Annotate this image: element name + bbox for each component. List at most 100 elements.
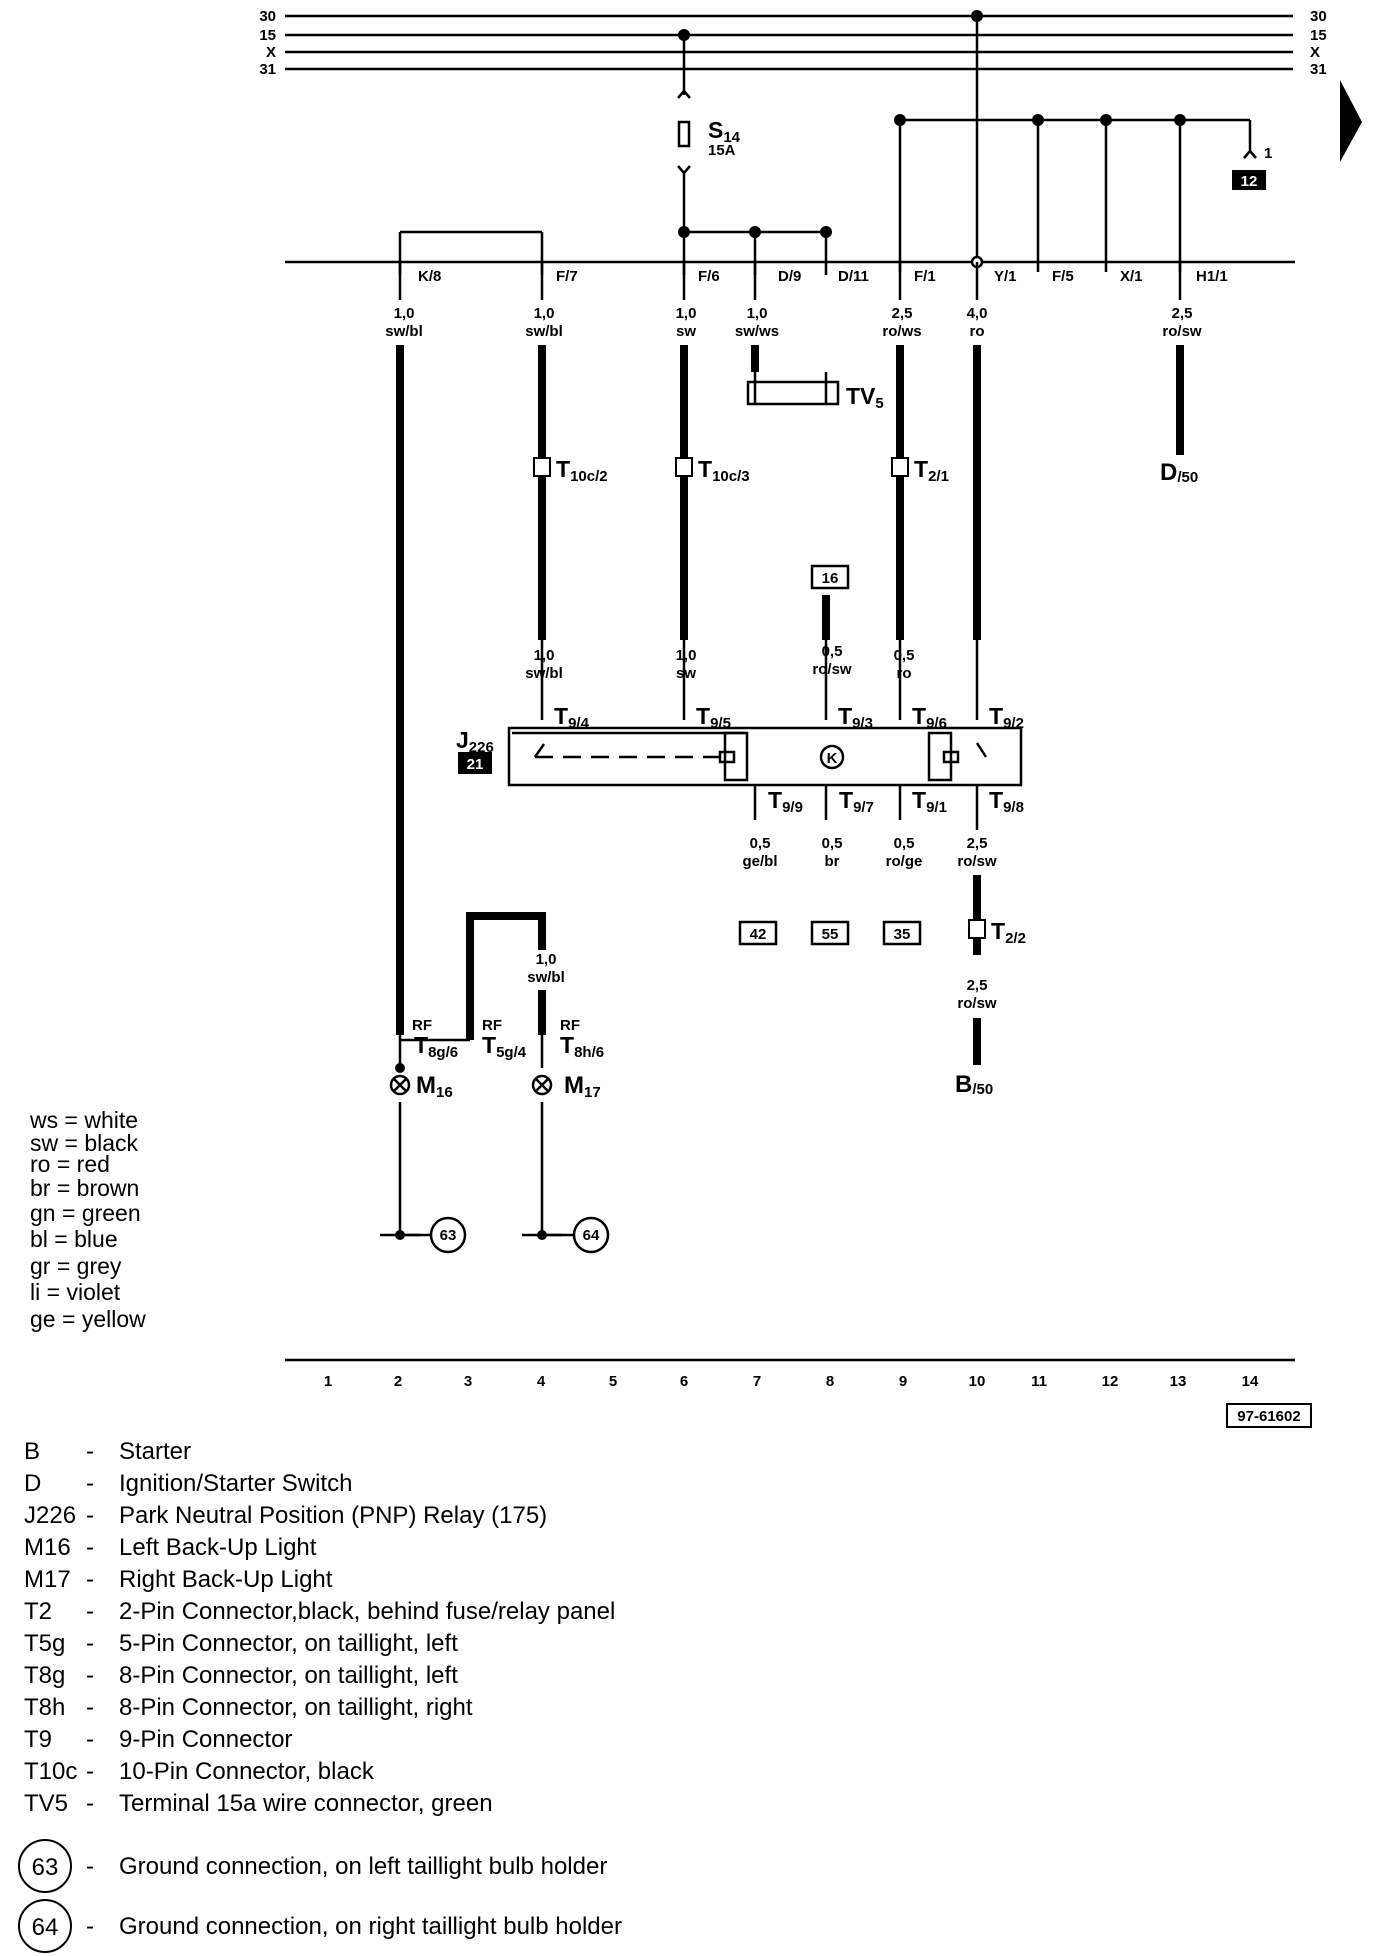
svg-text:sw/bl: sw/bl	[527, 969, 565, 986]
ref-pin-label: 1	[1264, 145, 1272, 162]
svg-text:64: 64	[32, 1914, 59, 1941]
ref-box-16-label: 16	[822, 570, 839, 587]
svg-text:ro: ro	[970, 323, 985, 340]
m17-label: M17	[564, 1072, 601, 1101]
svg-text:Left Back-Up Light: Left Back-Up Light	[119, 1534, 317, 1561]
component-legend: B-Starter D-Ignition/Starter Switch J226…	[24, 1438, 615, 1817]
svg-text:ro/sw: ro/sw	[1162, 323, 1202, 340]
svg-text:ge/bl: ge/bl	[742, 853, 777, 870]
svg-text:X: X	[266, 44, 276, 61]
svg-text:sw/bl: sw/bl	[525, 665, 563, 682]
fuse-label: S14	[708, 117, 741, 146]
svg-text:10: 10	[969, 1373, 986, 1390]
svg-text:F/7: F/7	[556, 268, 578, 285]
svg-text:-: -	[86, 1438, 94, 1465]
svg-text:ws = white: ws = white	[29, 1107, 138, 1133]
svg-text:0,5: 0,5	[822, 643, 843, 660]
svg-text:X: X	[1310, 44, 1320, 61]
svg-text:-: -	[86, 1566, 94, 1593]
ref-boxes-bottom	[738, 920, 922, 946]
ground-legend: 63 - Ground connection, on left tailligh…	[18, 1839, 622, 1953]
ref-box-21-label: 21	[467, 756, 484, 773]
svg-text:Terminal 15a wire connector, g: Terminal 15a wire connector, green	[119, 1790, 493, 1817]
svg-text:D: D	[24, 1470, 41, 1497]
svg-text:br: br	[825, 853, 840, 870]
svg-text:-: -	[86, 1913, 94, 1940]
lamp-symbols	[389, 1074, 553, 1096]
svg-text:14: 14	[1242, 1373, 1259, 1390]
svg-text:10-Pin Connector, black: 10-Pin Connector, black	[119, 1758, 375, 1785]
t10c2-label: T10c/2	[556, 456, 608, 485]
svg-text:ge = yellow: ge = yellow	[30, 1306, 146, 1332]
svg-text:Starter: Starter	[119, 1438, 191, 1465]
thick-wires	[396, 345, 1184, 1065]
svg-text:sw: sw	[676, 323, 696, 340]
bus-labels-right: 30 15 X 31	[1310, 8, 1327, 78]
svg-text:1: 1	[324, 1373, 332, 1390]
continuation-arrow-icon	[1340, 80, 1362, 162]
m16-label: M16	[416, 1072, 453, 1101]
ground-63-label: 63	[440, 1227, 457, 1244]
svg-text:11: 11	[1031, 1373, 1047, 1390]
svg-text:M17: M17	[24, 1566, 71, 1593]
svg-text:T9/3: T9/3	[838, 703, 873, 732]
diagram-id-box	[1226, 1403, 1312, 1428]
svg-text:0,5: 0,5	[894, 835, 915, 852]
svg-text:Y/1: Y/1	[994, 268, 1017, 285]
wire-specs: 1,0sw/bl 1,0sw/bl 1,0sw 1,0sw/ws 2,5ro/w…	[385, 305, 1202, 1012]
svg-text:T9/8: T9/8	[989, 787, 1024, 816]
svg-text:3: 3	[464, 1373, 472, 1390]
svg-text:sw: sw	[676, 665, 696, 682]
svg-text:T9: T9	[24, 1726, 52, 1753]
svg-text:8-Pin Connector, on taillight,: 8-Pin Connector, on taillight, left	[119, 1662, 458, 1689]
svg-text:F/6: F/6	[698, 268, 720, 285]
relay-pin-labels: T9/4 T9/5 T9/3 T9/6 T9/2 T9/9 T9/7 T9/1 …	[554, 703, 1024, 816]
svg-text:8: 8	[826, 1373, 834, 1390]
svg-text:ro/sw: ro/sw	[957, 995, 997, 1012]
ground-junction-63	[395, 1230, 405, 1240]
svg-text:55: 55	[822, 926, 839, 943]
svg-text:RF: RF	[412, 1017, 432, 1034]
svg-text:sw/bl: sw/bl	[385, 323, 423, 340]
svg-text:X/1: X/1	[1120, 268, 1143, 285]
svg-text:15: 15	[1310, 27, 1327, 44]
ref-box-16	[810, 564, 850, 590]
svg-text:sw/ws: sw/ws	[735, 323, 779, 340]
svg-text:bl = blue: bl = blue	[30, 1226, 118, 1252]
ground-64-label: 64	[583, 1227, 600, 1244]
t22-label: T2/2	[991, 918, 1026, 947]
ref-box-12	[1232, 170, 1266, 190]
svg-text:1,0: 1,0	[536, 951, 557, 968]
svg-text:T9/6: T9/6	[912, 703, 947, 732]
svg-text:D/9: D/9	[778, 268, 801, 285]
svg-text:gn = green: gn = green	[30, 1200, 141, 1226]
svg-text:0,5: 0,5	[750, 835, 771, 852]
svg-text:T9/9: T9/9	[768, 787, 803, 816]
svg-text:F/5: F/5	[1052, 268, 1074, 285]
svg-text:-: -	[86, 1470, 94, 1497]
svg-text:sw/bl: sw/bl	[525, 323, 563, 340]
distribution-bus	[898, 16, 1257, 272]
svg-text:30: 30	[1310, 8, 1327, 25]
ground-junction-64	[537, 1230, 547, 1240]
svg-text:T9/7: T9/7	[839, 787, 874, 816]
svg-text:13: 13	[1170, 1373, 1187, 1390]
svg-text:B: B	[24, 1438, 40, 1465]
svg-text:1,0: 1,0	[676, 305, 697, 322]
svg-text:5: 5	[609, 1373, 617, 1390]
svg-text:T10c: T10c	[24, 1758, 77, 1785]
svg-text:31: 31	[1310, 61, 1327, 78]
svg-text:T9/2: T9/2	[989, 703, 1024, 732]
svg-text:T8g: T8g	[24, 1662, 65, 1689]
ref-box-21	[458, 752, 492, 774]
svg-text:Ground connection, on right ta: Ground connection, on right taillight bu…	[119, 1913, 622, 1940]
d50-label: D/50	[1160, 459, 1198, 486]
svg-text:RF: RF	[482, 1017, 502, 1034]
svg-text:ro/sw: ro/sw	[957, 853, 997, 870]
ref-box-bottom-labels: 42 55 35	[750, 926, 911, 943]
m16-junction	[395, 1063, 405, 1073]
inline-connector-symbols	[533, 457, 986, 939]
svg-text:TV5: TV5	[24, 1790, 68, 1817]
fuse-s14	[677, 35, 691, 232]
thin-wires	[398, 262, 1182, 1235]
